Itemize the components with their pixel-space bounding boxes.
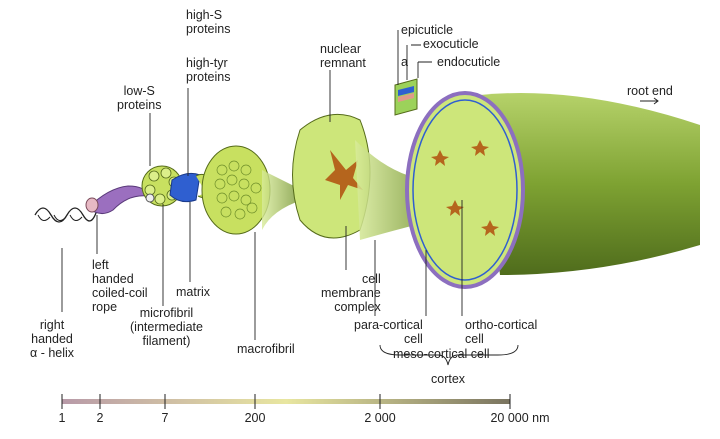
label-line: cell (465, 332, 484, 346)
hair-shaft (480, 93, 700, 275)
label-line: proteins (117, 98, 162, 112)
macrofibril (201, 145, 271, 235)
label-line: para-cortical (354, 318, 423, 332)
alpha-helix (34, 207, 98, 223)
label-meso-cortical-cell: meso-cortical cell (393, 347, 490, 361)
label-line: α - helix (30, 346, 75, 360)
label-line: filament) (142, 334, 191, 348)
scale-tick-label: 2 (96, 411, 104, 425)
scale-tick-label: 1 (58, 411, 66, 425)
scale-ticks (61, 394, 511, 409)
label-nuclear-remnant: nuclear remnant (320, 42, 366, 70)
scale-tick-label: 200 (244, 411, 266, 425)
label-line: left (92, 258, 109, 272)
label-line: handed (31, 332, 73, 346)
label-endocuticle: endocuticle (437, 55, 501, 69)
scale-bar (62, 399, 510, 404)
label-exocuticle: exocuticle (423, 37, 479, 51)
label-microfibril: microfibril (intermediate filament) (130, 306, 203, 348)
label-line: remnant (320, 56, 366, 70)
label-line: rope (92, 300, 118, 314)
label-line: (intermediate (130, 320, 203, 334)
label-left-handed-coiled-coil-rope: left handed coiled-coil rope (92, 258, 148, 314)
cortex-cross-section (405, 91, 525, 289)
label-line: right (39, 318, 65, 332)
matrix-proteins (169, 172, 201, 203)
label-line: cell (361, 272, 381, 286)
label-line: handed (92, 272, 134, 286)
label-low-s-proteins: low-S proteins (117, 84, 161, 112)
arrow-right-icon (640, 97, 659, 105)
label-root-end: root end (627, 84, 673, 98)
label-right-handed-alpha-helix: right handed α - helix (30, 318, 74, 360)
label-ortho-cortical-cell: ortho-cortical cell (465, 318, 537, 346)
scale-tick-label: 7 (161, 411, 169, 425)
label-para-cortical-cell: para-cortical cell (354, 318, 423, 346)
label-line: proteins (186, 70, 231, 84)
scale-tick-label: 2 000 (364, 411, 396, 425)
label-line: membrane (321, 286, 381, 300)
label-matrix: matrix (176, 285, 211, 299)
label-line: proteins (186, 22, 231, 36)
label-line: coiled-coil (92, 286, 148, 300)
scale-tick-label: 20 000 nm (490, 411, 550, 425)
leader-lines (61, 30, 519, 366)
label-line: ortho-cortical (465, 318, 538, 332)
label-cell-membrane-complex: cell membrane complex (321, 272, 381, 314)
label-high-tyr-proteins: high-tyr proteins (186, 56, 230, 84)
label-line: high-S (186, 8, 223, 22)
label-line: microfibril (139, 306, 194, 320)
label-line: low-S (123, 84, 155, 98)
label-macrofibril: macrofibril (237, 342, 295, 356)
label-line: complex (334, 300, 381, 314)
label-line: nuclear (320, 42, 361, 56)
label-epicuticle: epicuticle (401, 23, 454, 37)
label-a: a (401, 55, 408, 69)
label-line: cell (404, 332, 423, 346)
label-line: high-tyr (186, 56, 228, 70)
label-high-s-proteins: high-S proteins (186, 8, 230, 36)
label-cortex: cortex (431, 372, 466, 386)
